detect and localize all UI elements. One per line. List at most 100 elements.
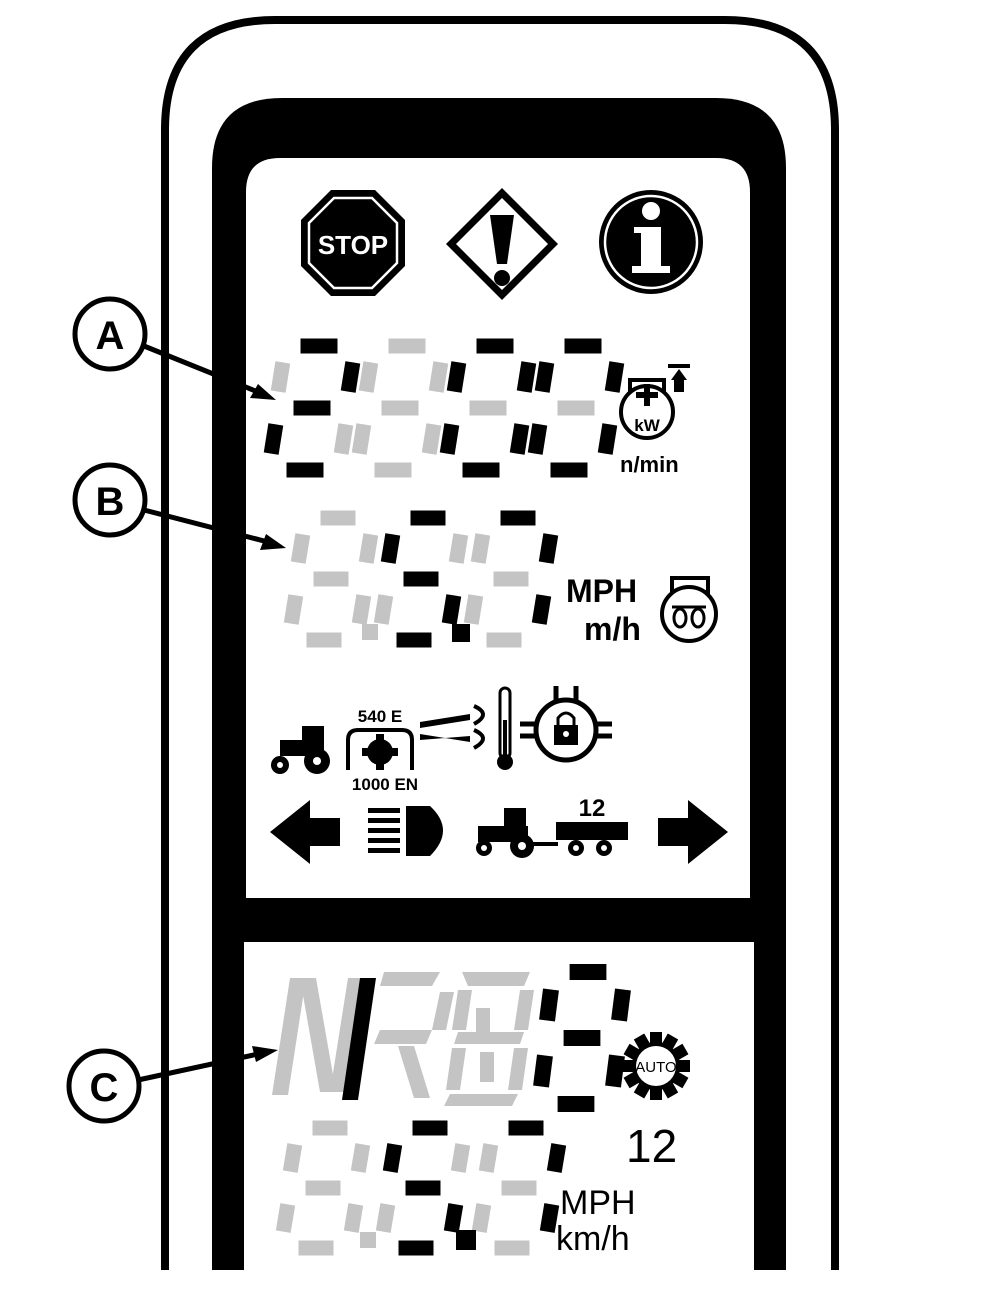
engine-digit-lit-3-segment-e	[527, 423, 548, 455]
engine-digit-lit-2-segment-f	[446, 361, 467, 393]
lower-speed-digit-ghost-2-segment-g	[501, 1180, 537, 1196]
tractor-icon	[271, 726, 330, 774]
gear-number-digit-segment-a	[569, 964, 607, 980]
engine-digit-lit-2-segment-a	[476, 338, 514, 354]
lower-speed-digit-ghost-0-segment-a	[312, 1120, 348, 1136]
lower-speed-digit-lit-1-segment-c	[443, 1203, 464, 1233]
engine-digit-0: 2	[0, 0, 1, 1]
speed-digit-ghost-0-segment-d	[306, 632, 342, 648]
gear-number-digit-segment-b	[611, 988, 631, 1022]
caution-icon	[446, 188, 558, 300]
engine-digit-ghost-3-segment-g	[557, 400, 595, 416]
info-icon	[599, 190, 703, 294]
speed-digit-0: 0	[0, 0, 1, 1]
lower-speed-digit-ghost-2-segment-e	[471, 1203, 492, 1233]
lower-speed-digit-ghost-0-segment-b	[350, 1143, 371, 1173]
callout-c-label: C	[90, 1066, 119, 1110]
lower-speed-decimal-point	[456, 1230, 476, 1250]
gear-char-ghost	[444, 972, 534, 1106]
speed-digit-ghost-2-segment-d	[486, 632, 522, 648]
lower-speed-unit-secondary: km/h	[556, 1220, 630, 1258]
speed-digit-ghost-0-segment-e	[283, 594, 304, 625]
temperature-icon	[497, 686, 513, 770]
lower-speed-digit-lit-1-segment-g	[405, 1180, 441, 1196]
speed-digit-ghost-0-segment-a	[320, 510, 356, 526]
lower-speed-decimal-ghost	[360, 1232, 376, 1248]
stop-label: STOP	[318, 230, 388, 260]
engine-digit-ghost-1-segment-g	[381, 400, 419, 416]
engine-digit-lit-3-segment-f	[534, 361, 555, 393]
gear-char-n	[272, 978, 306, 1095]
lower-speed-digit-lit-1-segment-f	[382, 1143, 403, 1173]
engine-digit-ghost-2-segment-g	[469, 400, 507, 416]
lower-speed-digit-lit-1-segment-a	[412, 1120, 448, 1136]
callout-a: A	[72, 296, 276, 400]
pto-top-label: 540 E	[358, 707, 402, 726]
speed-digit-ghost-0-segment-c	[351, 594, 372, 625]
speed-digit-ghost-2-segment-g	[493, 571, 529, 587]
upper-lcd-panel	[246, 158, 750, 898]
speed-digit-lit-2-segment-a	[500, 510, 536, 526]
pto-bottom-label: 1000 EN	[352, 775, 418, 794]
engine-digit-lit-2-segment-e	[439, 423, 460, 455]
callout-a-label: A	[96, 314, 125, 358]
engine-digit-lit-3-segment-d	[550, 462, 588, 478]
speed-digit-lit-2	[500, 510, 559, 625]
lower-speed-digit-0: 0	[0, 0, 1, 1]
lower-speed-digit-ghost-0-segment-e	[275, 1203, 296, 1233]
gear-char-3: 8	[0, 0, 1, 1]
lower-speed-digit-lit-2-segment-c	[539, 1203, 560, 1233]
speed-decimal-ghost	[362, 624, 378, 640]
speed-digit-ghost-1-segment-e	[373, 594, 394, 625]
gear-number-readout	[533, 964, 631, 1112]
lower-speed-digit-ghost-0-segment-d	[298, 1240, 334, 1256]
lower-speed-digit-ghost-2-segment-f	[478, 1143, 499, 1173]
speed-digit-1: 5	[0, 0, 1, 1]
callout-c: C	[66, 1046, 278, 1124]
engine-digit-lit-3-segment-b	[604, 361, 625, 393]
info-glyph: i	[0, 0, 1, 1]
engine-digit-lit-0-segment-g	[293, 400, 331, 416]
gear-char-2: 0	[0, 0, 1, 1]
lower-speed-digit-ghost-0	[275, 1120, 371, 1256]
speed-digit-ghost-0	[283, 510, 379, 648]
digit-values: 2 1 0 0 0 5 7 N R 0 8 0 5 7 ! i	[0, 0, 1, 1]
engine-digit-lit-2-segment-d	[462, 462, 500, 478]
speed-digit-lit-1-segment-d	[396, 632, 432, 648]
gear-number-digit-segment-d	[557, 1096, 595, 1112]
lower-speed-digit-ghost-0-segment-c	[343, 1203, 364, 1233]
speed-decimal-point	[452, 624, 470, 642]
gear-tooth	[622, 1060, 634, 1072]
engine-digit-ghost-1-segment-a	[388, 338, 426, 354]
engine-digit-ghost-1-segment-c	[421, 423, 442, 455]
engine-digit-lit-2-segment-c	[509, 423, 530, 455]
speed-digit-ghost-0-segment-g	[313, 571, 349, 587]
speed-digit-lit-2-segment-c	[531, 594, 552, 625]
speed-unit-secondary: m/h	[584, 611, 641, 647]
speed-digit-ghost-2-segment-f	[470, 533, 491, 564]
range-number: 12	[626, 1120, 677, 1172]
ground-speed-sensor-icon	[660, 576, 718, 643]
air-filter-icon	[420, 704, 485, 750]
gear-number-digit-segment-f	[539, 988, 559, 1022]
gear-char-0: N	[0, 0, 1, 1]
engine-digit-lit-0-segment-a	[300, 338, 338, 354]
lower-speed-digit-1: 5	[0, 0, 1, 1]
engine-digit-ghost-0-segment-f	[270, 361, 291, 393]
headlight-icon	[368, 806, 443, 856]
gear-char-r	[342, 972, 454, 1100]
pto-icon: 540 E 1000 EN	[346, 707, 418, 794]
differential-lock-icon	[520, 686, 612, 763]
speed-digit-lit-1	[380, 510, 462, 648]
engine-digit-ghost-1-segment-d	[374, 462, 412, 478]
speed-digit-2: 7	[0, 0, 1, 1]
speed-digit-ghost-2-segment-e	[463, 594, 484, 625]
engine-digit-lit-0-segment-b	[340, 361, 361, 393]
auto-shift-gear-icon: AUTO	[622, 1032, 690, 1100]
lower-speed-digit-ghost-2-segment-d	[494, 1240, 530, 1256]
lower-speed-digit-ghost-1-segment-e	[375, 1203, 396, 1233]
tractor-trailer-icon: 12	[476, 795, 628, 858]
power-icon-label: kW	[634, 416, 660, 435]
lower-speed-digit-lit-1-segment-d	[398, 1240, 434, 1256]
